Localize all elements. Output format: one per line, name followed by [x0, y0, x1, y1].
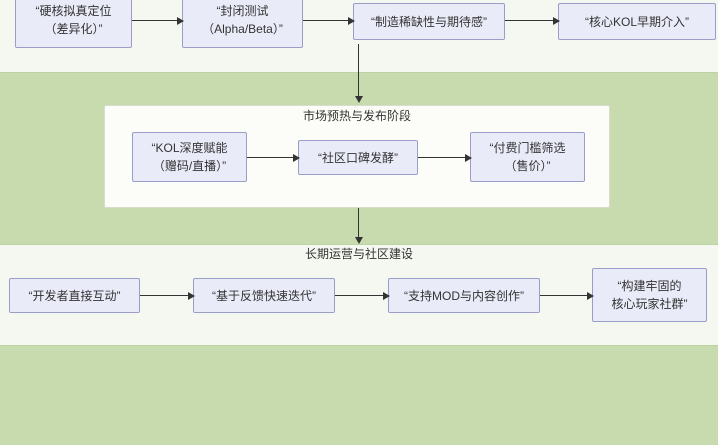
node-dev-interaction: “开发者直接互动”	[9, 278, 140, 313]
node-mod-support: “支持MOD与内容创作”	[388, 278, 540, 313]
node-rapid-iteration: “基于反馈快速迭代”	[193, 278, 335, 313]
flow-arrow	[140, 292, 195, 300]
node-hardcore-positioning: “硬核拟真定位 （差异化）”	[15, 0, 132, 48]
flow-arrow-down	[355, 208, 363, 244]
flow-arrow	[540, 292, 594, 300]
node-price-gate: “付费门槛筛选 （售价）”	[470, 132, 585, 182]
node-community-wom: “社区口碑发酵”	[298, 140, 418, 175]
stage-band-bottom	[0, 345, 718, 445]
flow-arrow	[335, 292, 390, 300]
node-closed-beta: “封闭测试 （Alpha/Beta）”	[182, 0, 303, 48]
node-core-kol-early: “核心KOL早期介入”	[558, 3, 716, 40]
flow-arrow	[418, 154, 472, 162]
node-core-community: “构建牢固的 核心玩家社群”	[592, 268, 707, 322]
node-scarcity-anticipation: “制造稀缺性与期待感”	[353, 3, 505, 40]
flow-arrow	[303, 17, 355, 25]
flow-arrow-down	[355, 44, 363, 103]
subgraph-title-longterm: 长期运营与社区建设	[304, 247, 413, 261]
node-kol-empowerment: “KOL深度赋能 （赠码/直播）”	[132, 132, 247, 182]
flow-arrow	[132, 17, 184, 25]
subgraph-title-market: 市场预热与发布阶段	[302, 109, 411, 123]
flow-arrow	[505, 17, 560, 25]
flow-arrow	[247, 154, 300, 162]
